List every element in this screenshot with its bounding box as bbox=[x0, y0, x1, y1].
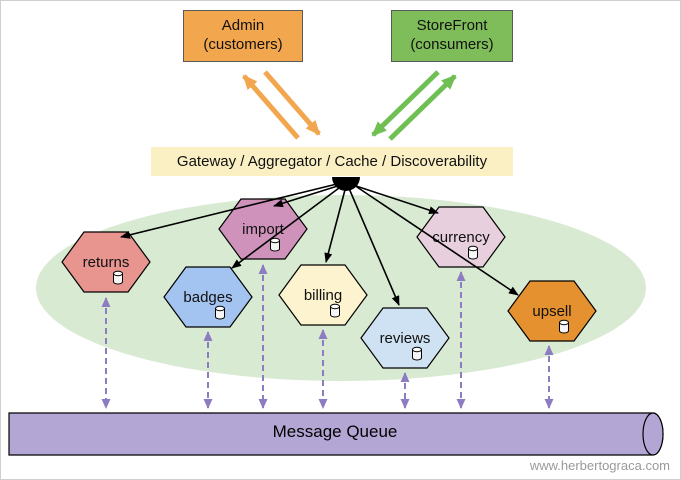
database-icon bbox=[559, 319, 569, 334]
gateway-label: Gateway / Aggregator / Cache / Discovera… bbox=[176, 153, 488, 170]
service-hexagon-import bbox=[218, 198, 308, 260]
database-icon bbox=[270, 237, 280, 252]
database-icon bbox=[113, 270, 123, 285]
service-label-billing: billing bbox=[304, 287, 342, 304]
watermark-text: www.herbertograca.com bbox=[529, 458, 670, 473]
service-label-badges: badges bbox=[183, 289, 232, 306]
service-label-import: import bbox=[242, 221, 285, 238]
service-label-upsell: upsell bbox=[532, 303, 571, 320]
storefront-title: StoreFront bbox=[416, 17, 488, 35]
service-hexagon-badges bbox=[163, 266, 253, 328]
arrow-gateway-badges bbox=[231, 184, 344, 269]
arrow-gateway-currency bbox=[349, 183, 439, 214]
arrow-gateway-billing bbox=[324, 185, 347, 263]
arrow-gateway-reviews bbox=[347, 185, 400, 306]
database-icon bbox=[412, 346, 422, 361]
admin-subtitle: (customers) bbox=[203, 36, 283, 53]
arrow-gateway-import bbox=[273, 183, 345, 208]
service-label-reviews: reviews bbox=[380, 330, 431, 347]
gateway-fanout-arrows bbox=[120, 182, 519, 306]
admin-title: Admin bbox=[221, 17, 265, 35]
message-queue-label: Message Queue bbox=[272, 422, 398, 441]
arrow-storefront-to-gateway bbox=[371, 70, 440, 137]
arrow-gateway-to-storefront bbox=[388, 74, 457, 141]
database-icon bbox=[330, 303, 340, 318]
service-hexagon-upsell bbox=[507, 280, 597, 342]
arrow-gateway-upsell bbox=[350, 182, 519, 296]
database-icon bbox=[468, 245, 478, 260]
service-hexagon-reviews bbox=[360, 307, 450, 369]
service-label-returns: returns bbox=[83, 254, 130, 271]
message-queue-end-cap bbox=[642, 412, 664, 456]
service-label-currency: currency bbox=[432, 229, 490, 246]
service-hexagon-billing bbox=[278, 264, 368, 326]
arrow-gateway-returns bbox=[120, 182, 342, 239]
storefront-subtitle: (consumers) bbox=[410, 36, 494, 53]
arrow-gateway-to-admin bbox=[242, 74, 300, 140]
storefront-box: StoreFront (consumers) bbox=[391, 10, 513, 62]
service-hexagon-currency bbox=[416, 206, 506, 268]
queue-links bbox=[101, 264, 554, 409]
database-icon bbox=[215, 305, 225, 320]
admin-box: Admin (customers) bbox=[183, 10, 303, 62]
service-hexagon-returns bbox=[61, 231, 151, 293]
arrow-admin-to-gateway bbox=[263, 70, 321, 136]
gateway-bar: Gateway / Aggregator / Cache / Discovera… bbox=[151, 147, 513, 176]
